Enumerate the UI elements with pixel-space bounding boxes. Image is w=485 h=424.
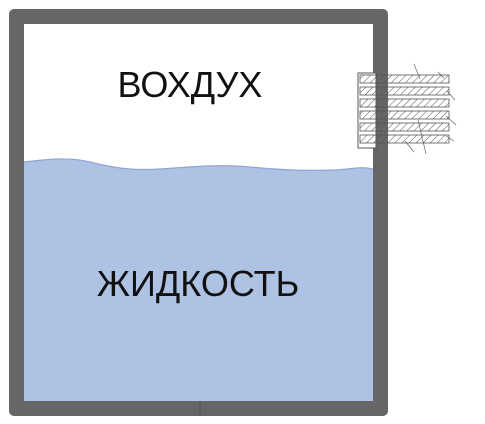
leader-line-3 bbox=[446, 90, 456, 101]
leader-line-2 bbox=[437, 71, 445, 79]
leader-line-1 bbox=[413, 63, 421, 80]
leader-line-6 bbox=[417, 119, 427, 155]
leader-line-7 bbox=[404, 140, 415, 153]
insert-layer-3 bbox=[359, 98, 450, 108]
insert-layer-2 bbox=[359, 86, 450, 96]
liquid-label: ЖИДКОСТЬ bbox=[97, 263, 299, 304]
leader-line-5 bbox=[445, 135, 455, 142]
wall-insert-cross-section bbox=[357, 63, 457, 155]
insert-layer-6 bbox=[359, 134, 450, 144]
liquid-body bbox=[24, 158, 373, 401]
air-label: ВОХДУХ bbox=[118, 64, 263, 105]
liquid-surface-line bbox=[23, 158, 374, 171]
insert-layer-4 bbox=[359, 110, 450, 120]
leader-line-4 bbox=[445, 115, 457, 126]
insert-layer-1 bbox=[359, 74, 450, 84]
insert-layer-5 bbox=[359, 122, 450, 132]
